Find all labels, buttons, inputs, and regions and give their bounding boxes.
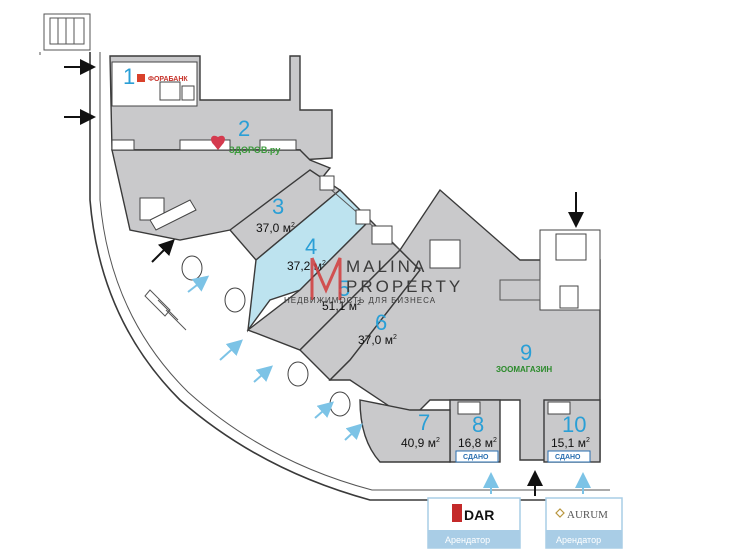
area-labels: 37,0 м2 37,2 м2 51,1 м2 37,0 м2 40,9 м2 …: [256, 221, 590, 450]
entrance-arrows-blue: [187, 275, 591, 494]
arrow-up-right-icon: [344, 423, 363, 441]
area-sup: 2: [291, 222, 295, 229]
room-10-area: 15,1 м: [551, 436, 586, 450]
room-2-tenant: ЗДОРОВ.ру: [229, 145, 280, 155]
room-6-area: 37,0 м: [358, 333, 393, 347]
room-1-tenant: ФОРАБАНК: [148, 76, 188, 83]
arrow-up-right-icon: [314, 401, 335, 419]
room-3-area: 37,0 м: [256, 221, 291, 235]
tenant-brands: ФОРАБАНК ЗДОРОВ.ру ЗООМАГАЗИН: [137, 74, 552, 374]
svg-text:15,1 м2: 15,1 м2: [551, 436, 590, 450]
svg-text:37,0 м2: 37,0 м2: [256, 221, 295, 235]
svg-text:СДАНО: СДАНО: [463, 454, 489, 461]
svg-text:37,2 м2: 37,2 м2: [287, 259, 326, 273]
arrow-up-right-icon: [253, 365, 274, 383]
room-4-number: 4: [305, 234, 317, 259]
room-6-number: 6: [375, 310, 387, 335]
tenant-label-dar: Арендатор: [445, 535, 490, 545]
tenant-box-dar: DAR Арендатор: [427, 497, 521, 549]
dar-logo-icon: [452, 504, 462, 522]
aurum-logo-text: AURUM: [567, 509, 608, 521]
room-8-number: 8: [472, 412, 484, 437]
watermark-line2: PROPERTY: [346, 277, 463, 296]
room-1-number: 1: [123, 64, 135, 89]
room-3-number: 3: [272, 194, 284, 219]
malina-logo-icon: [310, 257, 342, 300]
arrow-up-right-icon: [219, 339, 243, 361]
tenant-box-aurum: AURUM Арендатор: [545, 497, 623, 549]
watermark: MALINA PROPERTY НЕДВИЖИМОСТЬ ДЛЯ БИЗНЕСА: [284, 257, 463, 305]
stair-block: [43, 13, 91, 51]
svg-text:СДАНО: СДАНО: [555, 454, 581, 461]
forabank-logo-icon: [137, 74, 145, 82]
heart-icon: [211, 135, 225, 150]
room-5-area: 51,1 м: [322, 299, 357, 313]
dar-logo-text: DAR: [464, 507, 494, 523]
svg-text:16,8 м2: 16,8 м2: [458, 436, 497, 450]
svg-text:37,0 м2: 37,0 м2: [358, 333, 397, 347]
outer-facade: [39, 52, 620, 501]
entrance-arrows-black: [64, 59, 584, 496]
tenant-label-aurum: Арендатор: [556, 535, 601, 545]
svg-text:51,1 м2: 51,1 м2: [322, 299, 361, 313]
room-8-area: 16,8 м: [458, 436, 493, 450]
room-7-area: 40,9 м: [401, 436, 436, 450]
aurum-logo-icon: [555, 508, 565, 518]
sold-badges: СДАНО СДАНО: [455, 450, 591, 463]
room-2-number: 2: [238, 116, 250, 141]
room-9-number: 9: [520, 340, 532, 365]
rooms-3-6-block: [228, 169, 421, 381]
door-swings: [181, 255, 351, 417]
sold-badge-8: [455, 450, 499, 463]
room-7-number: 7: [418, 410, 430, 435]
arrow-up-right-icon: [151, 239, 175, 263]
sold-badge-10: [547, 450, 591, 463]
watermark-line1: MALINA: [346, 257, 427, 276]
watermark-tagline: НЕДВИЖИМОСТЬ ДЛЯ БИЗНЕСА: [284, 296, 436, 305]
right-block: [328, 188, 601, 463]
room-9-tenant: ЗООМАГАЗИН: [496, 365, 552, 374]
svg-text:40,9 м2: 40,9 м2: [401, 436, 440, 450]
arrow-up-right-icon: [187, 275, 210, 293]
room-10-number: 10: [562, 412, 586, 437]
